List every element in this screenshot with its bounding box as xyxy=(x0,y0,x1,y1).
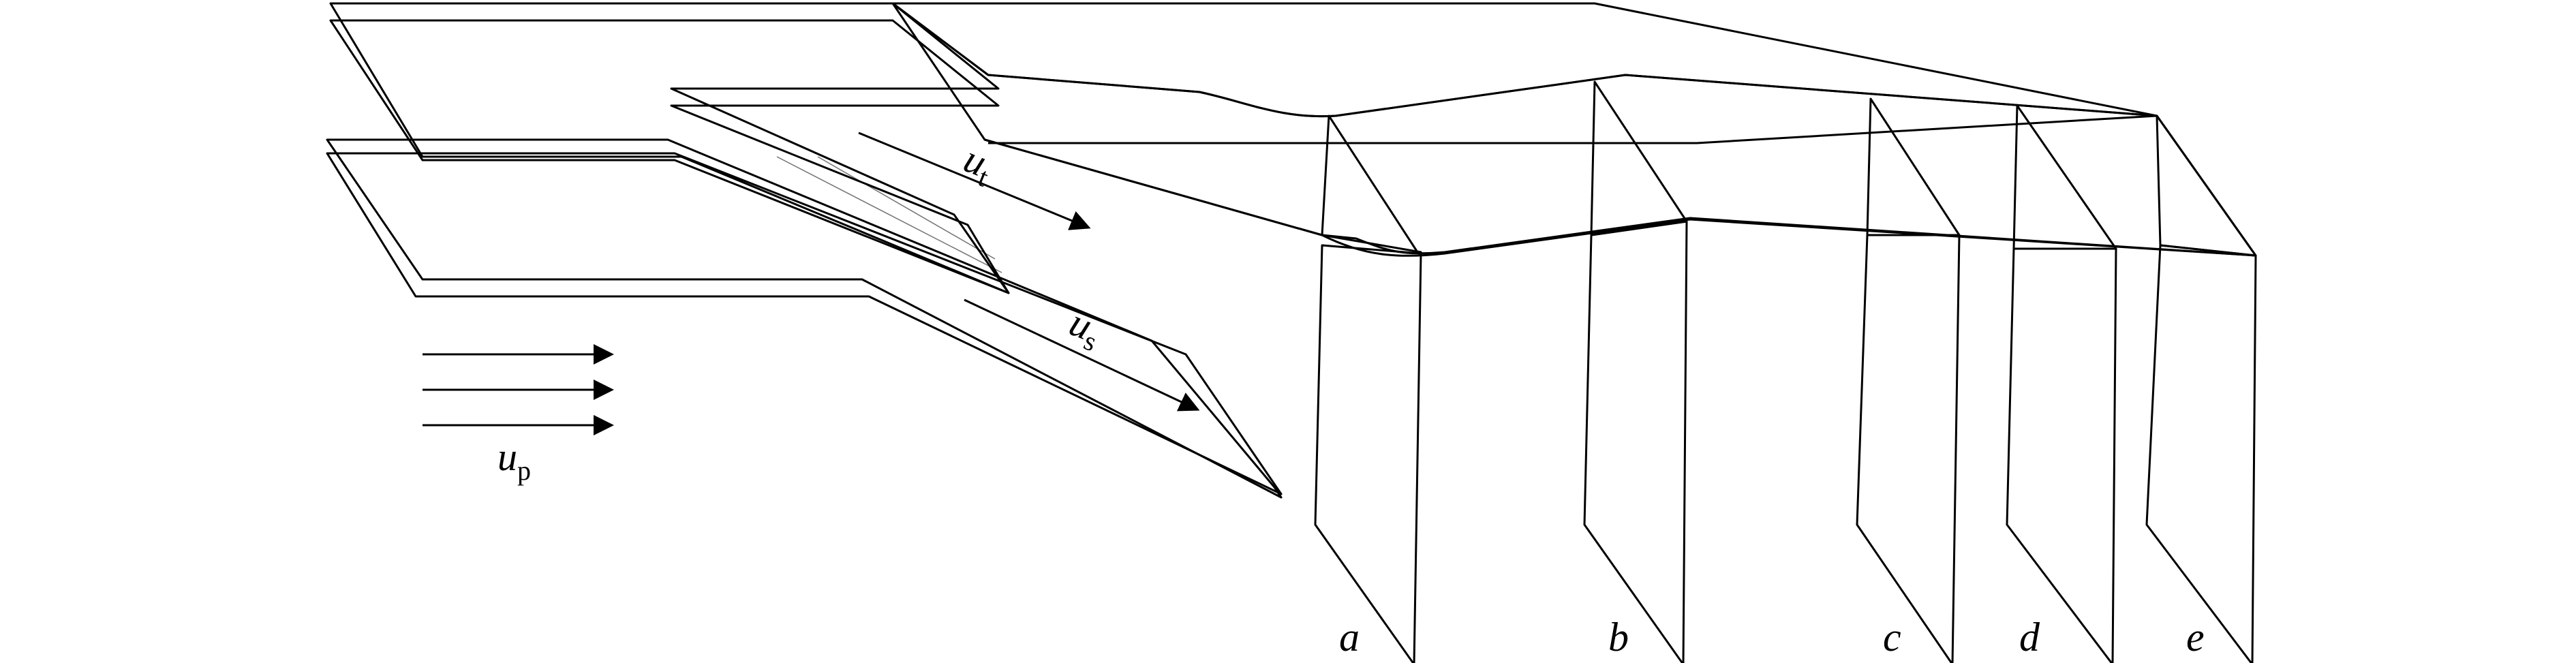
label-up: up xyxy=(497,435,531,486)
channel xyxy=(891,2,2257,257)
plane-e-upper xyxy=(2156,114,2257,257)
plane-d-upper xyxy=(2012,104,2117,250)
label-plane-b: b xyxy=(1608,615,1629,660)
channel-body xyxy=(891,2,2257,257)
arrows xyxy=(423,132,1200,435)
arrow-ut xyxy=(858,132,1091,230)
label-plane-c: c xyxy=(1883,615,1901,660)
arrow-us xyxy=(964,298,1200,412)
channel-top-face xyxy=(891,2,2158,118)
plane-c-lower xyxy=(1856,234,1961,663)
lower-sheet xyxy=(326,138,1283,499)
upper-tube-top-face xyxy=(329,2,1010,294)
lower-sheet-front-layer xyxy=(326,152,1283,495)
upper-tube-lower-face xyxy=(329,19,1010,294)
label-plane-a: a xyxy=(1339,615,1360,660)
label-plane-d: d xyxy=(2019,615,2040,660)
plane-d-lower xyxy=(2006,247,2117,663)
plane-d xyxy=(2006,104,2117,663)
channel-bottom-edge xyxy=(984,138,2256,257)
plane-a-upper xyxy=(1321,114,1422,253)
plane-b-upper xyxy=(1590,80,1688,236)
plane-c-upper xyxy=(1866,97,1961,236)
plane-a-lower xyxy=(1314,244,1422,663)
plane-c xyxy=(1856,97,1961,663)
plane-a xyxy=(1314,114,1422,663)
plane-e-lower xyxy=(2145,244,2257,663)
upper-tube xyxy=(329,2,1010,294)
plane-b xyxy=(1583,80,1688,663)
plane-b-lower xyxy=(1583,220,1688,663)
plane-e xyxy=(2145,114,2257,663)
label-plane-e: e xyxy=(2186,615,2205,660)
lower-sheet-back-layer xyxy=(326,138,1283,499)
label-ut: ut xyxy=(956,136,1000,193)
upper-tube-tip-edge xyxy=(681,156,1009,294)
channel-mid-edge xyxy=(988,114,2158,144)
label-us: us xyxy=(1062,300,1109,357)
